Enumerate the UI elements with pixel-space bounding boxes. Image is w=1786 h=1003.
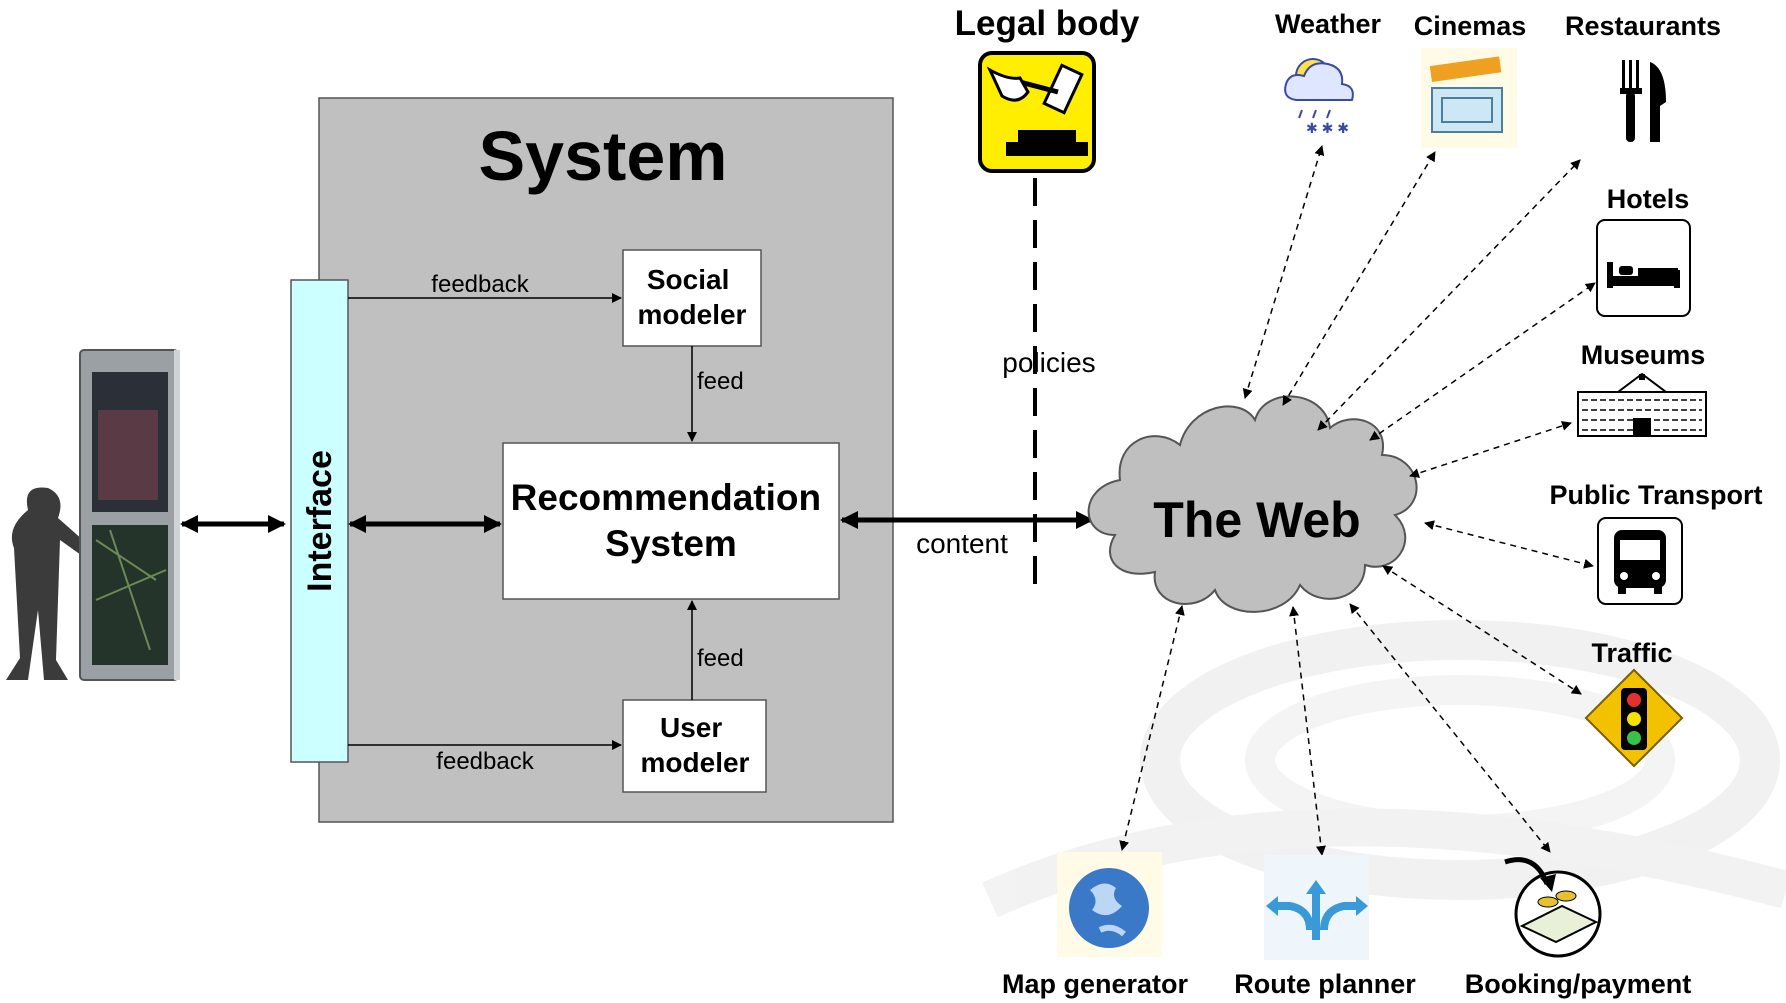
restaurants-label: Restaurants: [1565, 11, 1721, 41]
content-label: content: [916, 528, 1008, 559]
bus-icon: [1597, 517, 1683, 605]
feed-top-label: feed: [697, 368, 744, 395]
booking-payment-label: Booking/payment: [1465, 969, 1692, 999]
hotels-label: Hotels: [1607, 184, 1690, 214]
clapperboard-icon: [1421, 48, 1517, 148]
interface-label: Interface: [301, 450, 339, 592]
gavel-icon: [978, 51, 1096, 173]
weather-icon: ✱ ✱ ✱: [1284, 58, 1354, 136]
legal-body-title: Legal body: [955, 4, 1140, 43]
web-connections: [1119, 145, 1596, 856]
system-title: System: [478, 117, 727, 195]
social-modeler-label: Social modeler: [638, 264, 747, 330]
route-planner-label: Route planner: [1234, 969, 1416, 999]
interface-bar[interactable]: [290, 279, 349, 763]
user-modeler-box[interactable]: [622, 699, 767, 793]
kiosk-user-illustration: [6, 349, 180, 681]
traffic-label: Traffic: [1591, 638, 1672, 668]
cinemas-label: Cinemas: [1414, 11, 1527, 41]
booking-payment-icon: [1504, 857, 1602, 958]
recommendation-system-box[interactable]: [502, 442, 840, 600]
bed-icon: [1596, 219, 1691, 317]
map-generator-label: Map generator: [1002, 969, 1189, 999]
traffic-light-icon: [1584, 668, 1684, 768]
user-modeler-label: User modeler: [641, 712, 750, 778]
feedback-bottom-label: feedback: [436, 748, 534, 775]
museum-building-icon: [1577, 372, 1707, 437]
route-arrows-icon: [1264, 855, 1369, 960]
public-transport-label: Public Transport: [1549, 480, 1762, 510]
globe-icon: [1057, 852, 1162, 957]
fork-knife-icon: [1620, 60, 1666, 142]
social-modeler-box[interactable]: [622, 249, 762, 347]
policies-label: policies: [1002, 347, 1095, 378]
feed-bottom-label: feed: [697, 645, 744, 672]
web-cloud[interactable]: The Web: [1087, 395, 1418, 613]
museums-label: Museums: [1581, 340, 1706, 370]
svg-text:✱ ✱ ✱: ✱ ✱ ✱: [1306, 120, 1349, 136]
recommendation-system-label: Recommendation System: [511, 477, 832, 564]
web-title: The Web: [1153, 492, 1360, 548]
feedback-top-label: feedback: [431, 271, 529, 298]
weather-label: Weather: [1275, 9, 1382, 39]
